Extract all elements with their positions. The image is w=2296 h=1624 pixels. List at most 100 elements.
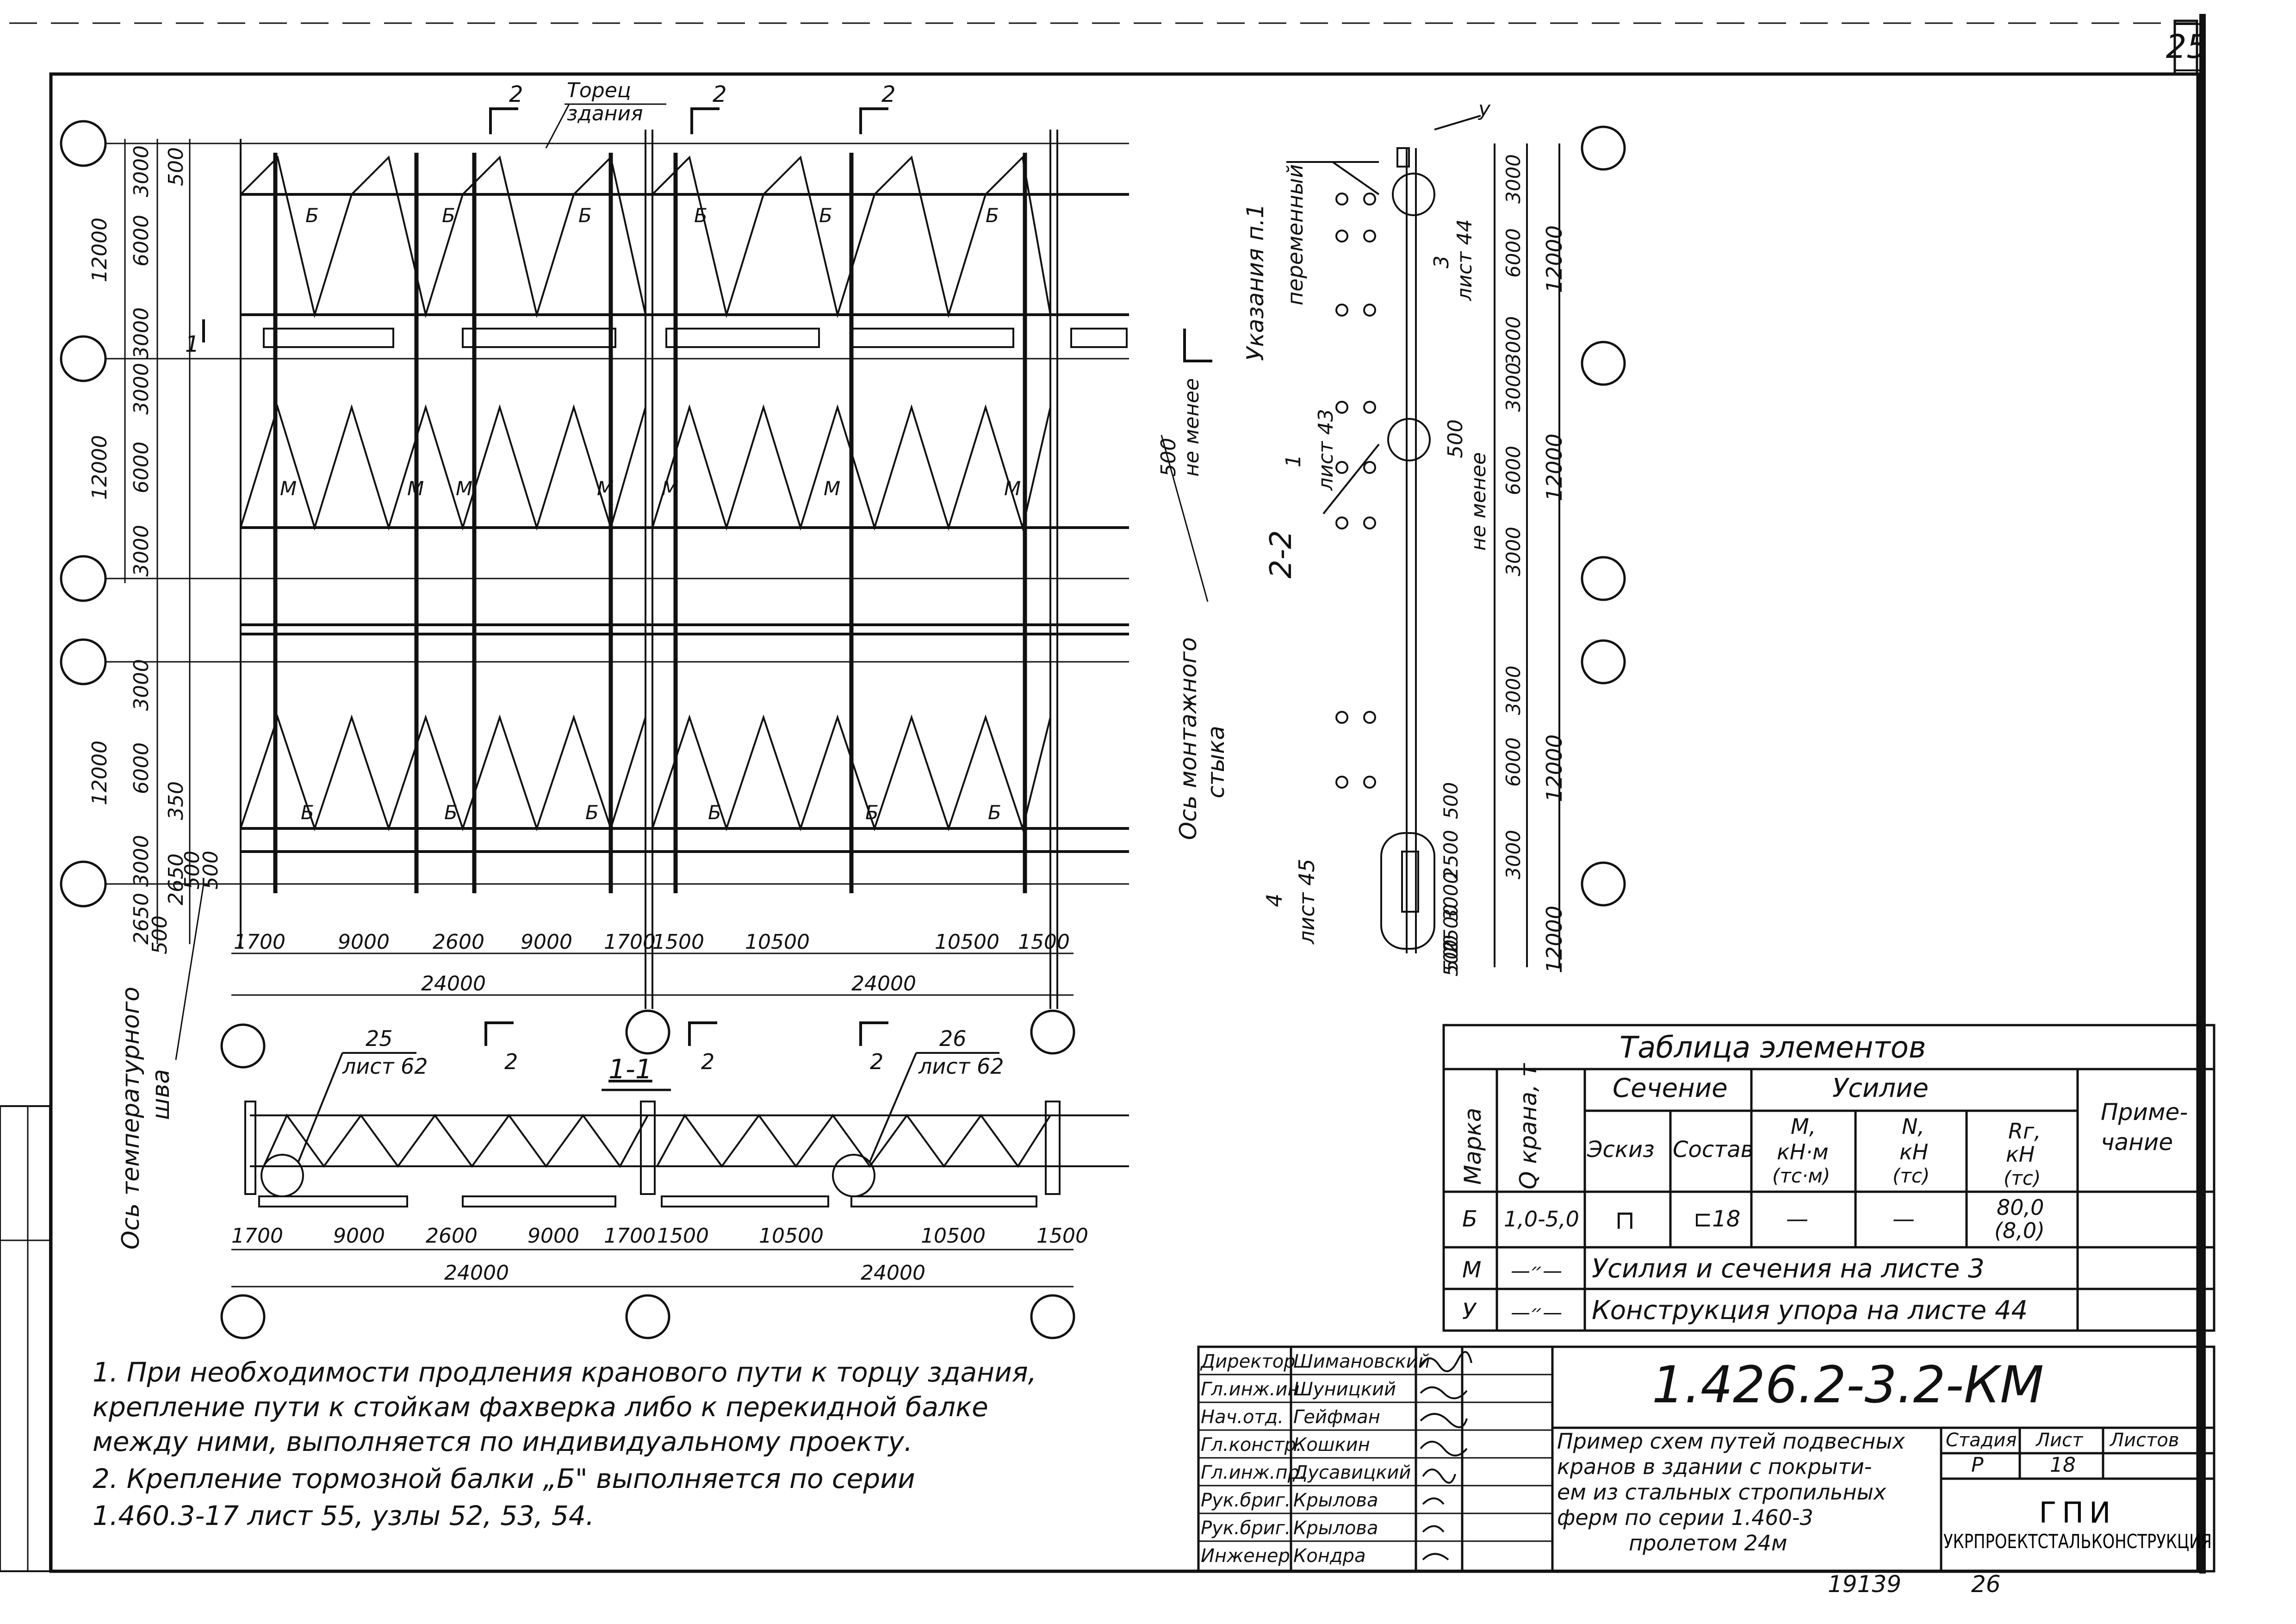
desc-line: ем из стальных стропильных <box>1557 1480 1886 1505</box>
th-m-3: (тс·м) <box>1772 1164 1830 1187</box>
th-q: Q крана, т <box>1515 1063 1542 1189</box>
dim: 6000 <box>130 215 153 267</box>
row-b-mark: Б <box>1462 1206 1477 1232</box>
th-note-1: Приме- <box>2101 1099 2188 1126</box>
dim: 3000 <box>1502 527 1525 576</box>
temp-axis-label-2: шва <box>147 1069 175 1120</box>
section-11-title: 1-1 <box>608 1053 652 1085</box>
row-b-r-1: 80,0 <box>1997 1195 2044 1220</box>
note-top-2: переменный <box>1283 164 1308 305</box>
th-r-3: (тс) <box>2004 1167 2041 1189</box>
s11-axis-bubbles <box>220 1294 1075 1339</box>
dim: 3000 <box>1502 362 1525 412</box>
row-y-mark: У <box>1462 1299 1477 1325</box>
dim: 6000 <box>1502 228 1525 278</box>
desc-line: Пример схем путей подвесных <box>1557 1429 1905 1454</box>
min-note-2: не менее <box>1467 452 1490 551</box>
row-b-comp: ⊏18 <box>1694 1206 1740 1232</box>
dim: 1700 <box>231 1224 283 1248</box>
note-line: 2. Крепление тормозной балки „Б" выполня… <box>93 1463 915 1494</box>
page-number-box <box>2174 23 2203 71</box>
name: Крылова <box>1293 1518 1378 1539</box>
dim: 3000 <box>130 307 153 359</box>
s22-axis-bubbles <box>1581 125 1626 907</box>
dim: 3000 <box>1440 871 1462 921</box>
beam-mark: М <box>280 477 297 500</box>
th-note-2: чание <box>2101 1129 2173 1156</box>
sheets-label: Листов <box>2109 1430 2179 1451</box>
s11-bottom-dims: 1700 9000 2600 9000 1700 1500 10500 1050… <box>231 1224 1088 1285</box>
dim: 3000 <box>130 525 153 577</box>
left-dims: 12000 12000 12000 3000 6000 3000 3000 60… <box>88 145 223 954</box>
section-1-marker: 1 <box>185 331 199 357</box>
dim-12000: 12000 <box>1542 734 1567 802</box>
callout-4-sheet: лист 45 <box>1294 859 1319 945</box>
role: Гл.инж.пр. <box>1201 1462 1305 1483</box>
beam-mark: Б <box>865 801 879 824</box>
dim: 10500 <box>745 930 810 954</box>
th-force: Усилие <box>1832 1073 1929 1103</box>
span-dim: 24000 <box>861 1261 925 1285</box>
dim: 2650 <box>164 853 188 905</box>
th-r-1: Rг, <box>2008 1119 2041 1144</box>
role: Рук.бриг. <box>1201 1518 1291 1539</box>
dim-12000: 12000 <box>88 435 112 500</box>
dim: 1700 <box>604 930 656 954</box>
note-line: 1. При необходимости продления кранового… <box>93 1356 1036 1388</box>
dim-12000: 12000 <box>88 218 112 282</box>
th-section: Сечение <box>1613 1073 1728 1103</box>
temp-axis-label-1: Ось температурного <box>117 987 145 1250</box>
dim-12000: 12000 <box>1542 225 1567 293</box>
callout-1-num: 1 <box>1282 454 1305 467</box>
dim: 3000 <box>130 835 153 887</box>
dim: 500 <box>1440 782 1462 819</box>
th-n-3: (тс) <box>1893 1164 1930 1187</box>
name: Дусавицкий <box>1292 1462 1411 1483</box>
dim: 500 <box>180 851 204 890</box>
beam-mark: М <box>407 477 424 500</box>
note-line: между ними, выполняется по индивидуально… <box>93 1426 912 1457</box>
th-n-1: N, <box>1902 1114 1924 1139</box>
signatures <box>1420 1351 1472 1561</box>
role: Рук.бриг. <box>1201 1490 1291 1511</box>
th-m-2: кН·м <box>1777 1139 1829 1164</box>
facade-label-1: Торец <box>567 79 631 102</box>
desc-line: кранов в здании с покрыти- <box>1557 1454 1872 1479</box>
dim: 350 <box>164 781 188 820</box>
role: Гл.констр. <box>1201 1434 1302 1456</box>
name: Шимановский <box>1293 1351 1430 1372</box>
org-name: УКРПРОЕКТСТАЛЬКОНСТРУКЦИЯ <box>1943 1530 2212 1553</box>
beam-mark: Б <box>819 204 832 227</box>
row-b-m: — <box>1786 1206 1808 1232</box>
dim: 1500 <box>1036 1224 1088 1248</box>
note-top-1: Указания п.1 <box>1242 204 1269 361</box>
joint-note-1: 500 <box>1157 438 1180 477</box>
role: Инженер <box>1201 1545 1290 1567</box>
beam-mark: Б <box>694 204 707 227</box>
min-note-1: 500 <box>1444 419 1467 458</box>
callout-3-num: 3 <box>1430 255 1453 268</box>
note-line: 1.460.3-17 лист 55, узлы 52, 53, 54. <box>93 1500 594 1531</box>
beam-mark: Б <box>578 204 592 227</box>
sheet-value: 18 <box>2050 1453 2076 1477</box>
name: Кондра <box>1293 1545 1366 1567</box>
dim: 3000 <box>130 659 153 711</box>
th-r-2: кН <box>2006 1142 2035 1167</box>
elements-table: Таблица элементов Марка Q крана, т Сечен… <box>1442 1024 2215 1332</box>
dim: 9000 <box>521 930 572 954</box>
dim: 2600 <box>433 930 484 954</box>
dim: 2500 <box>1440 904 1462 953</box>
bottom-number: 26 <box>1971 1571 2001 1598</box>
row-y-q: —״— <box>1511 1301 1562 1324</box>
dim: 2500 <box>1440 830 1462 879</box>
callout-4-num: 4 <box>1262 894 1287 907</box>
dim: 6000 <box>130 742 153 794</box>
callout-left-num: 25 <box>366 1026 393 1051</box>
beam-mark: Б <box>988 801 1001 824</box>
beam-mark: Б <box>585 801 599 824</box>
joint-note-2: не менее <box>1180 378 1204 477</box>
section-markers-top <box>489 107 888 134</box>
row-y-text: Конструкция упора на листе 44 <box>1592 1295 2028 1325</box>
note-line: крепление пути к стойкам фахверка либо к… <box>93 1391 988 1423</box>
